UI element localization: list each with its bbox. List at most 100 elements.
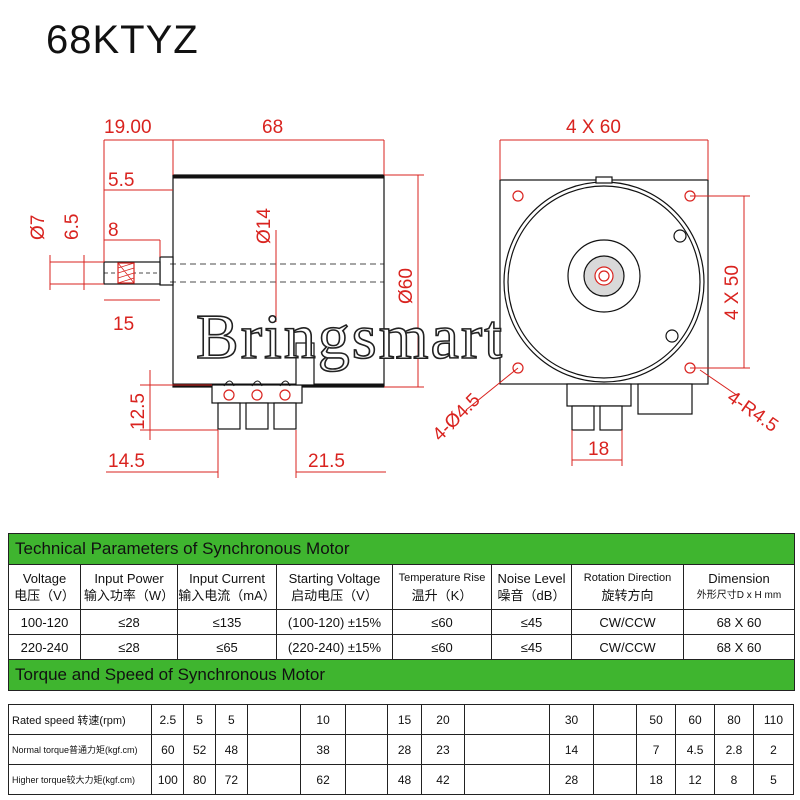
motor-dimension-drawing: 19.00 68 5.5 8 Ø7 6.5 Ø14 Ø60 15 12.5 14… bbox=[28, 117, 782, 478]
dim-4x50: 4 X 50 bbox=[722, 265, 743, 320]
dim-68: 68 bbox=[262, 117, 283, 138]
value-cell: 14 bbox=[549, 734, 595, 765]
cell-dimension: 68 X 60 bbox=[683, 634, 795, 660]
value-cell: 48 bbox=[215, 734, 248, 765]
watermark: Bringsmart bbox=[196, 301, 504, 372]
value-cell: 4.5 bbox=[675, 734, 715, 765]
dim-18: 18 bbox=[588, 439, 609, 460]
dim-4-phi4-5: 4-Ø4.5 bbox=[429, 390, 485, 446]
cell-rotation-direction: CW/CCW bbox=[571, 609, 684, 635]
dim-phi14: Ø14 bbox=[254, 208, 275, 244]
value-cell bbox=[463, 704, 551, 735]
value-cell bbox=[345, 764, 389, 795]
dim-phi7: Ø7 bbox=[28, 215, 49, 240]
front-view bbox=[499, 176, 709, 431]
value-cell bbox=[345, 704, 389, 735]
value-cell: 5 bbox=[752, 764, 795, 795]
value-cell: 28 bbox=[549, 764, 595, 795]
cell-starting-voltage: (220-240) ±15% bbox=[276, 634, 393, 660]
spec-table: Technical Parameters of Synchronous Moto… bbox=[8, 533, 795, 691]
table-row: 100-120 ≤28 ≤135 (100-120) ±15% ≤60 ≤45 … bbox=[8, 609, 795, 635]
value-cell bbox=[593, 704, 638, 735]
value-cell: 18 bbox=[636, 764, 677, 795]
row-label: Normal torque普通力矩(kgf.cm) bbox=[7, 734, 153, 765]
value-cell: 52 bbox=[183, 734, 216, 765]
cell-voltage: 220-240 bbox=[8, 634, 81, 660]
value-cell: 7 bbox=[636, 734, 677, 765]
dim-14-5: 14.5 bbox=[108, 451, 145, 472]
value-cell: 80 bbox=[714, 704, 754, 735]
dim-8: 8 bbox=[108, 220, 119, 241]
dim-21-5: 21.5 bbox=[308, 451, 345, 472]
value-cell bbox=[246, 764, 302, 795]
dim-4x60: 4 X 60 bbox=[566, 117, 621, 138]
dim-phi60: Ø60 bbox=[396, 268, 417, 304]
value-cell: 8 bbox=[714, 764, 754, 795]
value-cell bbox=[463, 734, 551, 765]
cell-temperature-rise: ≤60 bbox=[392, 634, 492, 660]
value-cell: 38 bbox=[300, 734, 347, 765]
value-cell bbox=[345, 734, 389, 765]
value-cell: 60 bbox=[151, 734, 185, 765]
side-view bbox=[103, 174, 385, 430]
cell-input-power: ≤28 bbox=[80, 609, 178, 635]
cell-rotation-direction: CW/CCW bbox=[571, 634, 684, 660]
row-label: Rated speed 转速(rpm) bbox=[7, 704, 153, 735]
cell-input-current: ≤135 bbox=[177, 609, 277, 635]
tech-params-title: Technical Parameters of Synchronous Moto… bbox=[8, 533, 795, 565]
row-label: Higher torque较大力矩(kgf.cm) bbox=[7, 764, 153, 795]
value-cell: 30 bbox=[549, 704, 595, 735]
value-cell: 23 bbox=[420, 734, 465, 765]
value-cell: 60 bbox=[675, 704, 715, 735]
value-cell: 20 bbox=[420, 704, 465, 735]
cell-starting-voltage: (100-120) ±15% bbox=[276, 609, 393, 635]
value-cell: 2.8 bbox=[714, 734, 754, 765]
value-cell: 2 bbox=[752, 734, 795, 765]
cell-input-power: ≤28 bbox=[80, 634, 178, 660]
value-cell: 12 bbox=[675, 764, 715, 795]
value-cell: 110 bbox=[752, 704, 795, 735]
dim-4-r4-5: 4-R4.5 bbox=[723, 387, 782, 437]
value-cell bbox=[463, 764, 551, 795]
model-title: 68KTYZ bbox=[46, 18, 199, 62]
cell-dimension: 68 X 60 bbox=[683, 609, 795, 635]
value-cell bbox=[593, 764, 638, 795]
dim-19: 19.00 bbox=[104, 117, 152, 138]
value-cell bbox=[593, 734, 638, 765]
value-cell: 28 bbox=[387, 734, 422, 765]
value-cell bbox=[246, 734, 302, 765]
value-cell: 42 bbox=[420, 764, 465, 795]
dimension-lines bbox=[49, 139, 750, 478]
cell-voltage: 100-120 bbox=[8, 609, 81, 635]
value-cell: 72 bbox=[215, 764, 248, 795]
value-cell: 62 bbox=[300, 764, 347, 795]
value-cell: 15 bbox=[387, 704, 422, 735]
dim-6-5: 6.5 bbox=[62, 214, 83, 240]
value-cell: 5 bbox=[215, 704, 248, 735]
value-cell: 10 bbox=[300, 704, 347, 735]
value-cell: 100 bbox=[151, 764, 185, 795]
value-cell bbox=[246, 704, 302, 735]
dim-15: 15 bbox=[113, 314, 134, 335]
cell-temperature-rise: ≤60 bbox=[392, 609, 492, 635]
value-cell: 5 bbox=[183, 704, 216, 735]
value-cell: 50 bbox=[636, 704, 677, 735]
cell-noise-level: ≤45 bbox=[491, 609, 572, 635]
value-cell: 48 bbox=[387, 764, 422, 795]
dim-12-5: 12.5 bbox=[128, 393, 149, 430]
table-row: 220-240 ≤28 ≤65 (220-240) ±15% ≤60 ≤45 C… bbox=[8, 634, 795, 660]
cell-input-current: ≤65 bbox=[177, 634, 277, 660]
value-cell: 80 bbox=[183, 764, 216, 795]
torque-speed-title: Torque and Speed of Synchronous Motor bbox=[8, 659, 795, 691]
